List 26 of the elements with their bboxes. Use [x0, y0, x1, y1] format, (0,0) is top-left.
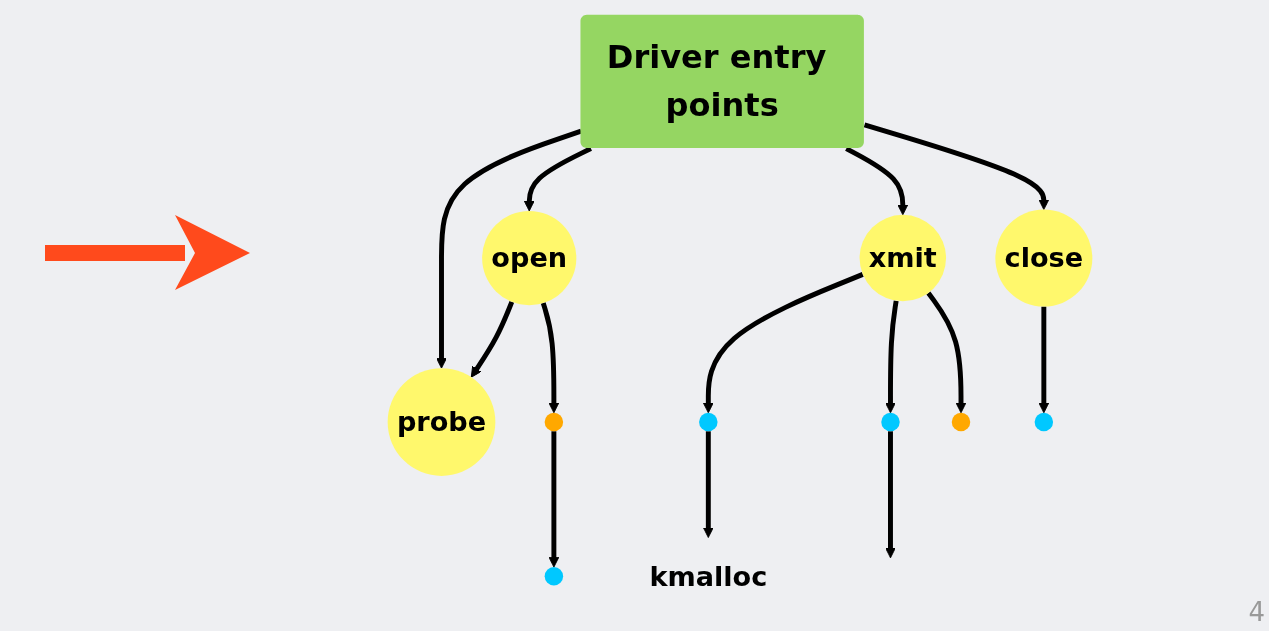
arrow	[540, 302, 560, 414]
node-text: kmalloc	[649, 560, 768, 592]
arrow	[863, 122, 1050, 211]
arrow	[470, 300, 515, 378]
page-number: 4	[1248, 597, 1265, 627]
arrow	[436, 128, 582, 369]
arrow	[702, 272, 864, 414]
arrow	[1038, 306, 1050, 414]
node-circle: open	[482, 210, 577, 306]
node-circle	[544, 567, 564, 586]
arrow	[926, 291, 967, 414]
node-circle	[1034, 412, 1054, 432]
arrow	[885, 300, 899, 414]
node-circle: xmit	[859, 214, 947, 302]
arrow	[548, 431, 560, 568]
node-circle	[951, 412, 971, 432]
node-circle	[544, 412, 564, 432]
node-circle	[881, 412, 900, 432]
node-circle: close	[995, 209, 1093, 307]
node-circle	[699, 412, 718, 432]
arrow	[885, 431, 896, 559]
arrow	[702, 431, 714, 538]
node-box: Driver entry points	[580, 14, 864, 148]
arrow	[523, 146, 592, 212]
node-circle: probe	[387, 368, 496, 476]
arrow	[845, 146, 909, 216]
